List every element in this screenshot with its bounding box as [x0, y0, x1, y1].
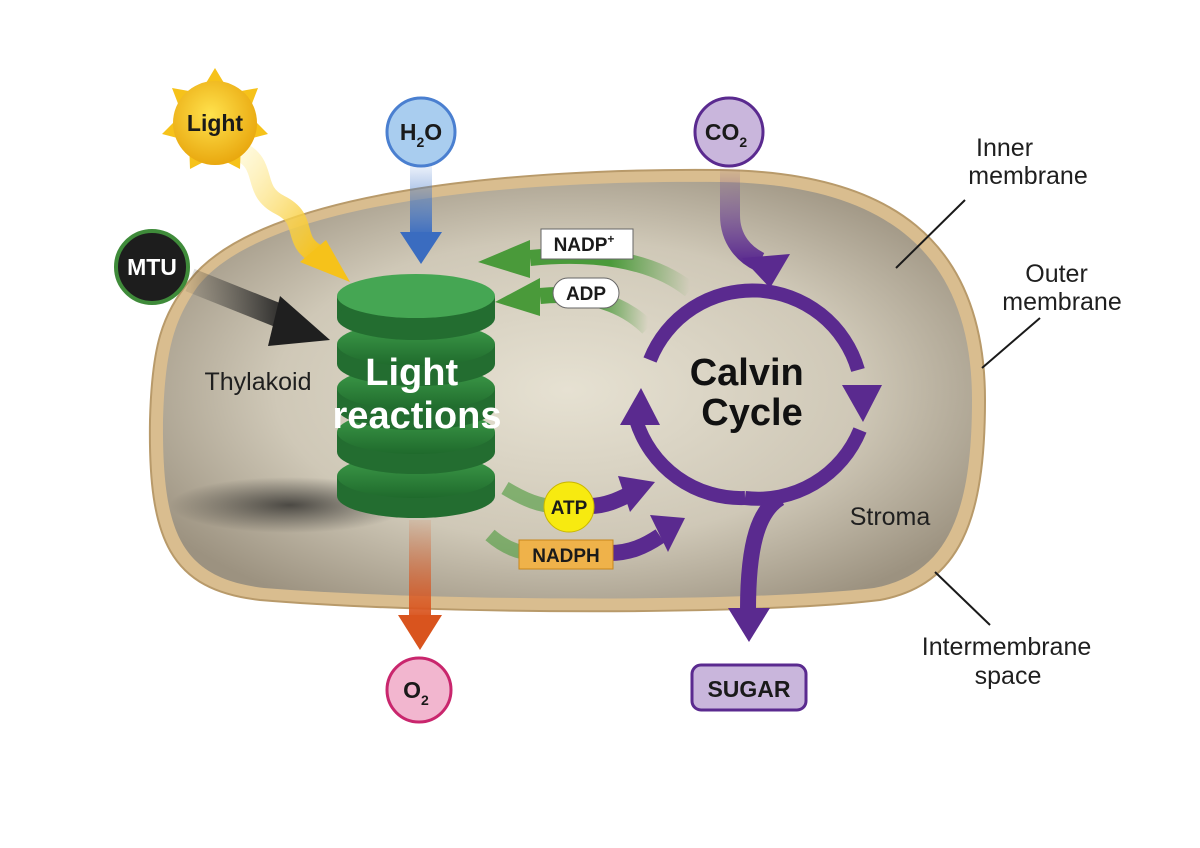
nadph-arrowhead: [650, 515, 685, 552]
nadp-label: NADP+: [554, 232, 615, 256]
light-input: Light: [162, 68, 350, 282]
light-reactions-title: Light reactions: [333, 352, 502, 437]
water-label: H2O: [400, 119, 442, 150]
thylakoid-label: Thylakoid: [205, 368, 312, 396]
stroma-label: Stroma: [850, 503, 931, 531]
atp-pill: ATP: [543, 481, 595, 533]
mtu-input: MTU: [114, 229, 330, 346]
water-arrow-shaft: [410, 165, 432, 237]
sugar-arrowhead: [728, 608, 770, 642]
thylakoid-stack: [170, 274, 495, 533]
co2-input: CO2: [693, 96, 790, 288]
water-input: H2O: [385, 96, 457, 264]
water-arrowhead: [400, 232, 442, 264]
oxygen-label: O2: [403, 677, 429, 708]
oxygen-output: O2: [385, 520, 453, 724]
mtu-circle: [114, 229, 190, 305]
light-wavy-arrow: [228, 140, 328, 265]
oxygen-arrowhead: [398, 615, 442, 650]
sun-icon: [162, 68, 268, 169]
sugar-arrow-shaft: [740, 491, 785, 611]
intermembrane-space-label: Intermembrane space: [922, 633, 1098, 690]
adp-pill: ADP: [552, 277, 620, 309]
atp-label: ATP: [551, 498, 588, 519]
calvin-arc-right: [744, 427, 867, 506]
sugar-output: SUGAR: [690, 663, 808, 712]
nadph-pill: NADPH: [518, 539, 614, 570]
nadp-arrowhead: [478, 240, 530, 278]
oxygen-molecule-icon: [385, 656, 453, 724]
calvin-cycle-title: Calvin Cycle: [690, 352, 815, 434]
carbon-dioxide-icon: [693, 96, 765, 168]
mtu-arrow-shaft: [185, 268, 295, 332]
inner-membrane-leader: [895, 199, 966, 269]
nadp-pill: NADP+: [540, 228, 634, 260]
calvin-arrowhead-right: [842, 385, 882, 422]
atp-arrowhead: [618, 476, 655, 512]
co2-arrowhead: [742, 254, 790, 288]
co2-label: CO2: [705, 119, 748, 150]
outer-membrane-leader: [981, 317, 1041, 369]
thylakoid-disc-1: [337, 274, 495, 340]
adp-label: ADP: [566, 284, 606, 305]
water-molecule-icon: [385, 96, 457, 168]
adp-arrowhead: [495, 278, 540, 316]
intermembrane-leader: [934, 571, 991, 626]
calvin-arc-left: [629, 417, 746, 506]
nadph-arrow: [609, 529, 665, 561]
sugar-label: SUGAR: [707, 676, 790, 702]
mtu-label: MTU: [127, 254, 177, 280]
calvin-cycle-ring: [620, 283, 882, 642]
calvin-arc-top: [643, 283, 865, 372]
inner-membrane-label: Inner membrane: [968, 134, 1088, 190]
calvin-arrowhead-left: [620, 388, 660, 425]
outer-membrane-label: Outer membrane: [1002, 260, 1122, 316]
oxygen-arrow-shaft: [409, 520, 431, 620]
light-arrowhead: [300, 240, 350, 282]
sugar-box: [690, 663, 808, 712]
nadph-label: NADPH: [532, 546, 600, 567]
mtu-arrowhead: [268, 296, 330, 346]
light-label: Light: [187, 110, 244, 136]
